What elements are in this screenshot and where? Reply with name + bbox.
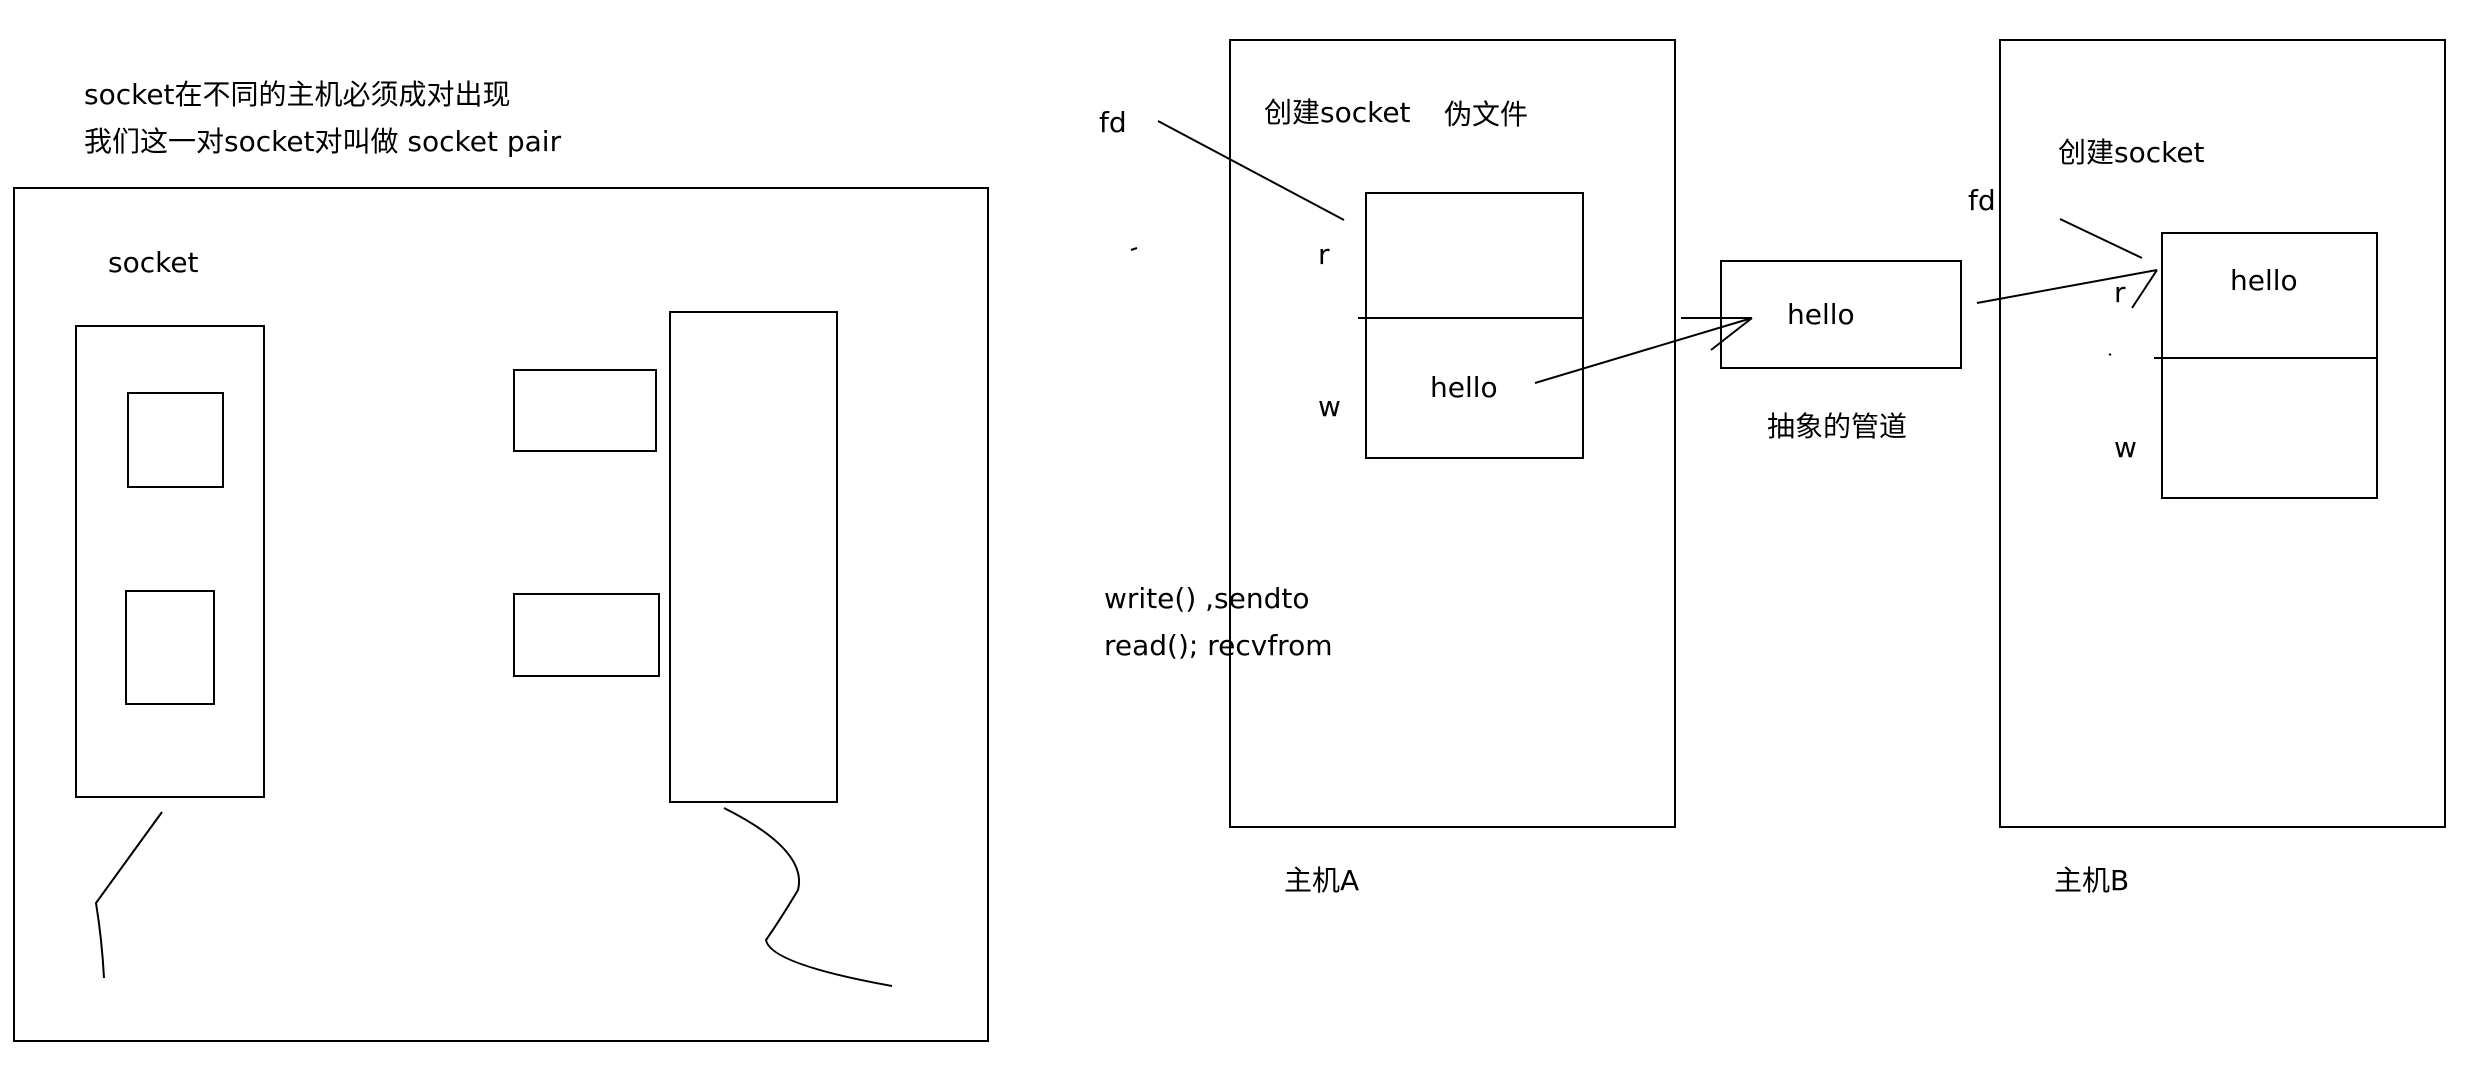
- host-a-pseudo-file-label: 伪文件: [1444, 98, 1528, 131]
- right-socket-cable: [723, 807, 893, 987]
- pipe-caption: 抽象的管道: [1767, 410, 1907, 443]
- host-a-create-socket-label: 创建socket: [1264, 96, 1411, 129]
- host-a-fd-label: fd: [1099, 106, 1127, 139]
- pipe-arrow-head-1: [1710, 317, 1753, 351]
- host-b-read-label: r: [2114, 276, 2126, 309]
- host-a-buffer-text: hello: [1430, 371, 1498, 404]
- left-socket-slot-bottom: [125, 590, 215, 705]
- right-socket-slot-bottom: [513, 593, 660, 677]
- host-b-tick-mark: [2108, 353, 2112, 356]
- host-b-name: 主机B: [2054, 864, 2129, 897]
- host-a-pseudo-file: [1365, 192, 1584, 459]
- left-socket-cable: [94, 811, 163, 979]
- host-b-box: [1999, 39, 2446, 828]
- pipe-write-arrow: [1534, 317, 1753, 384]
- pipe-buffer-text: hello: [1787, 298, 1855, 331]
- host-a-read-label: r: [1318, 238, 1330, 271]
- socket-label: socket: [108, 246, 199, 279]
- left-socket-slot-top: [127, 392, 224, 488]
- host-a-tick-mark: [1130, 247, 1138, 251]
- socket-pair-frame: [13, 187, 989, 1042]
- right-socket-slot-top: [513, 369, 657, 452]
- host-b-create-socket-label: 创建socket: [2058, 136, 2205, 169]
- host-b-write-label: w: [2114, 431, 2137, 464]
- right-socket-box: [669, 311, 838, 803]
- host-a-call-line1: write() ,sendto: [1104, 582, 1310, 615]
- host-b-deliver-arrow: [1976, 269, 2158, 304]
- host-a-write-label: w: [1318, 390, 1341, 423]
- socket-pair-note-line2: 我们这一对socket对叫做 socket pair: [84, 125, 562, 158]
- host-b-arrow-head: [2131, 269, 2158, 309]
- pipe-box: [1720, 260, 1962, 369]
- host-b-pseudo-file: [2161, 232, 2378, 499]
- host-a-name: 主机A: [1284, 864, 1359, 897]
- host-a-fd-pointer: [1157, 120, 1345, 221]
- left-socket-box: [75, 325, 265, 798]
- host-b-fd-pointer: [2059, 218, 2143, 259]
- host-b-buffer-text: hello: [2230, 264, 2298, 297]
- socket-pair-note-line1: socket在不同的主机必须成对出现: [84, 78, 511, 111]
- host-a-box: [1229, 39, 1676, 828]
- host-b-fd-label: fd: [1968, 184, 1996, 217]
- host-a-call-line2: read(); recvfrom: [1104, 629, 1332, 662]
